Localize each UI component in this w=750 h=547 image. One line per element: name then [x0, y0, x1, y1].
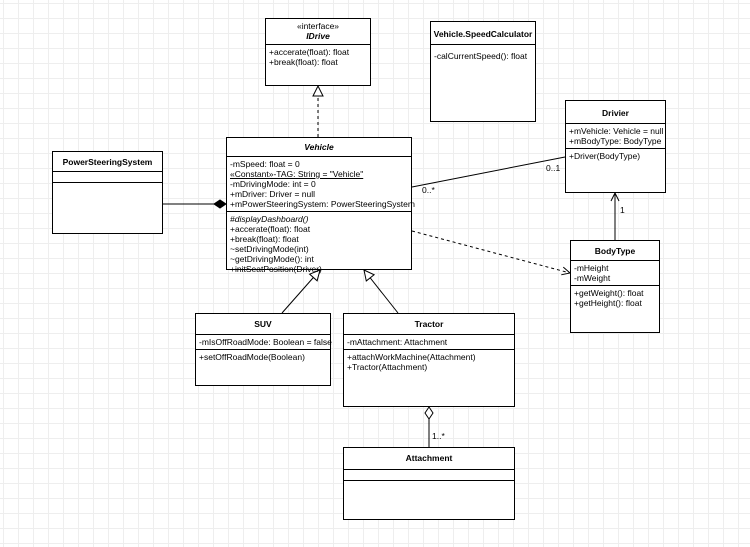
operations-section: #displayDashboard() +accerate(float): fl… — [227, 212, 411, 276]
class-header: Vehicle.SpeedCalculator — [431, 22, 535, 45]
class-header: Tractor — [344, 314, 514, 335]
class-driver[interactable]: Drivier +mVehicle: Vehicle = null +mBody… — [565, 100, 666, 193]
class-suv[interactable]: SUV -mIsOffRoadMode: Boolean = false +se… — [195, 313, 332, 386]
class-name: Vehicle — [304, 142, 334, 152]
attribute: -mSpeed: float = 0 — [230, 159, 300, 169]
operation: +break(float): float — [230, 234, 299, 244]
class-name: SUV — [254, 319, 272, 329]
class-header: BodyType — [571, 241, 659, 261]
operations-section: +accerate(float): float +break(float): f… — [266, 45, 370, 69]
attribute: +mBodyType: BodyType — [569, 136, 662, 146]
operation: +setOffRoadMode(Boolean) — [199, 352, 305, 362]
operation: +accerate(float): float — [269, 47, 350, 57]
operations-section: +attachWorkMachine(Attachment) +Tractor(… — [344, 350, 514, 374]
multiplicity-driver-end: 0..1 — [546, 163, 561, 173]
attribute: -mAttachment: Attachment — [347, 337, 448, 347]
attributes-section: -calCurrentSpeed(): float — [431, 45, 535, 63]
class-idrive[interactable]: «interface» IDrive +accerate(float): flo… — [265, 18, 371, 86]
attribute: -mHeight — [574, 263, 609, 273]
multiplicity-vehicle-end: 0..* — [422, 185, 435, 195]
stereotype-label: «interface» — [296, 21, 340, 31]
class-power-steering-system[interactable]: PowerSteeringSystem — [52, 151, 163, 234]
operation: ~getDrivingMode(): int — [230, 254, 314, 264]
attributes-section — [53, 172, 162, 183]
class-name: IDrive — [306, 31, 330, 41]
operations-section — [344, 481, 514, 491]
operation: +getHeight(): float — [574, 298, 642, 308]
class-attachment[interactable]: Attachment — [343, 447, 515, 520]
dependency-vehicle-bodytype — [411, 230, 570, 273]
attribute: +mPowerSteeringSystem: PowerSteeringSyst… — [230, 199, 415, 209]
operation: +getWeight(): float — [574, 288, 644, 298]
attributes-section: -mHeight -mWeight — [571, 261, 659, 286]
class-vehicle[interactable]: Vehicle -mSpeed: float = 0 «Constant»-TA… — [226, 137, 415, 274]
operation: +initSeatPosition(Driver) — [230, 264, 322, 274]
generalization-tractor-vehicle — [364, 270, 399, 314]
attribute: -mDrivingMode: int = 0 — [230, 179, 316, 189]
attributes-section: -mSpeed: float = 0 «Constant»-TAG: Strin… — [227, 157, 415, 212]
generalization-suv-vehicle — [281, 270, 320, 314]
attributes-section: -mAttachment: Attachment — [344, 335, 514, 350]
class-name: BodyType — [594, 246, 636, 256]
operation: +Tractor(Attachment) — [347, 362, 428, 372]
class-header: Vehicle — [227, 138, 411, 157]
attribute: -mWeight — [574, 273, 611, 283]
class-name: Drivier — [602, 108, 629, 118]
operation: +break(float): float — [269, 57, 338, 67]
operation-abstract: #displayDashboard() — [230, 214, 309, 224]
class-name: Tractor — [414, 319, 444, 329]
attribute: -calCurrentSpeed(): float — [434, 51, 528, 61]
attribute: -mIsOffRoadMode: Boolean = false — [199, 337, 332, 347]
operation: +Driver(BodyType) — [569, 151, 641, 161]
operations-section: +getWeight(): float +getHeight(): float — [571, 286, 659, 310]
class-name: PowerSteeringSystem — [62, 157, 153, 167]
operation: ~setDrivingMode(int) — [230, 244, 309, 254]
operation: +attachWorkMachine(Attachment) — [347, 352, 476, 362]
operations-section: +setOffRoadMode(Boolean) — [196, 350, 330, 364]
class-speed-calculator[interactable]: Vehicle.SpeedCalculator -calCurrentSpeed… — [430, 21, 536, 122]
attribute: +mDriver: Driver = null — [230, 189, 316, 199]
attributes-section — [344, 470, 514, 481]
class-header: «interface» IDrive — [266, 19, 370, 45]
attributes-section: -mIsOffRoadMode: Boolean = false — [196, 335, 332, 350]
class-tractor[interactable]: Tractor -mAttachment: Attachment +attach… — [343, 313, 515, 407]
attributes-section: +mVehicle: Vehicle = null +mBodyType: Bo… — [566, 124, 665, 149]
class-body-type[interactable]: BodyType -mHeight -mWeight +getWeight():… — [570, 240, 660, 333]
class-name: Attachment — [405, 453, 453, 463]
multiplicity-tractor-attachment: 1..* — [432, 431, 445, 441]
association-vehicle-driver — [411, 156, 566, 188]
class-header: Drivier — [566, 101, 665, 124]
operations-section: +Driver(BodyType) — [566, 149, 665, 163]
attribute-static: «Constant»-TAG: String = "Vehicle" — [230, 169, 364, 179]
class-header: SUV — [196, 314, 330, 335]
operation: +accerate(float): float — [230, 224, 311, 234]
operations-section — [53, 183, 162, 193]
class-header: Attachment — [344, 448, 514, 470]
class-header: PowerSteeringSystem — [53, 152, 162, 172]
multiplicity-driver-bodytype: 1 — [620, 205, 625, 215]
attribute: +mVehicle: Vehicle = null — [569, 126, 664, 136]
class-name: Vehicle.SpeedCalculator — [433, 29, 533, 39]
